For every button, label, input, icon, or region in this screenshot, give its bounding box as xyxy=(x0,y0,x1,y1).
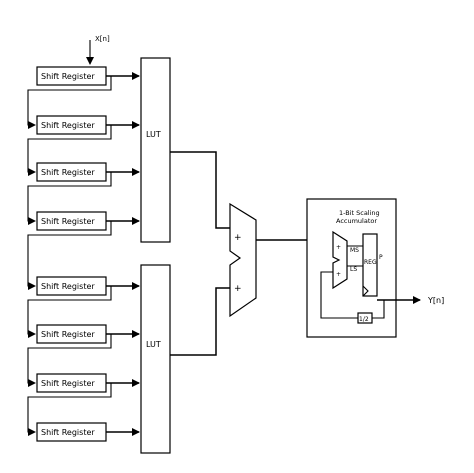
shift-register-label: Shift Register xyxy=(41,330,95,339)
adder-block xyxy=(229,202,257,318)
shift-register-label: Shift Register xyxy=(41,168,95,177)
shift-register-label: Shift Register xyxy=(41,72,95,81)
divider-label: 1/2 xyxy=(359,316,369,323)
ls-label: LS xyxy=(350,266,357,273)
shift-register-label: Shift Register xyxy=(41,428,95,437)
adder-to-reg-wires xyxy=(347,245,363,267)
register-clock-mark xyxy=(362,285,369,297)
shift-register-chain-wire xyxy=(27,76,112,129)
output-label: Y[n] xyxy=(427,296,444,305)
accumulator-adder xyxy=(332,230,348,290)
lut-block-top xyxy=(140,57,171,243)
adder-plus-bottom: + xyxy=(234,284,242,294)
shift-register-chain-wire xyxy=(27,221,112,290)
shift-register-chain-wire xyxy=(27,125,112,176)
shift-register-chain-wire xyxy=(27,334,112,387)
shift-register-chain-wire xyxy=(27,286,112,338)
accumulator-adder-plus-bottom: + xyxy=(336,271,341,278)
feedback-out-wire xyxy=(372,300,385,319)
lut-bottom-to-adder-wire xyxy=(170,287,230,356)
shift-register-chain-wire xyxy=(27,172,112,225)
lut-label-top: LUT xyxy=(146,130,161,139)
shift-register-label: Shift Register xyxy=(41,282,95,291)
lut-label-bottom: LUT xyxy=(146,340,161,349)
adder-plus-top: + xyxy=(234,233,242,243)
accumulator-title-line1: 1-Bit Scaling xyxy=(339,209,380,217)
register-label: REG xyxy=(364,259,377,266)
shift-register-label: Shift Register xyxy=(41,121,95,130)
register-block xyxy=(362,233,378,297)
lut-top-to-adder-wire xyxy=(170,151,230,229)
lut-block-bottom xyxy=(140,264,171,454)
accumulator-adder-plus-top: + xyxy=(336,244,341,251)
ms-label: MS xyxy=(350,247,359,254)
register-p-label: P xyxy=(379,254,383,261)
accumulator-frame xyxy=(306,198,397,338)
shift-register-label: Shift Register xyxy=(41,379,95,388)
x-input-label: X[n] xyxy=(95,35,110,43)
accumulator-title-line2: Accumulator xyxy=(336,217,377,225)
shift-register-label: Shift Register xyxy=(41,217,95,226)
feedback-in-wire xyxy=(320,271,358,319)
shift-register-chain-wire xyxy=(27,383,112,436)
